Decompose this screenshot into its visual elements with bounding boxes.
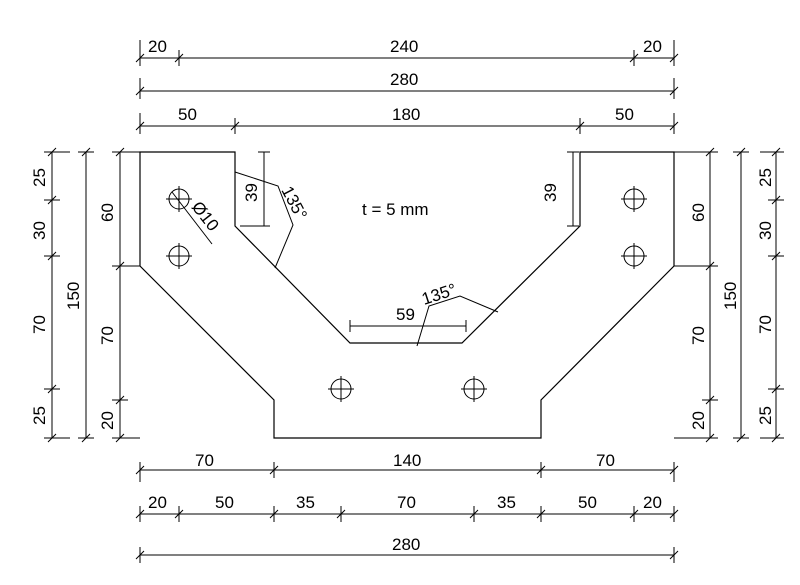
bottom-dim-row2-c: 35 xyxy=(296,493,315,512)
plate-outline xyxy=(139,151,675,439)
bottom-dim-row1-left: 70 xyxy=(195,451,214,470)
bottom-dim-row2-a: 20 xyxy=(148,493,167,512)
right-dim-outer-4: 25 xyxy=(756,406,775,425)
right-dim-total: 150 xyxy=(721,282,740,310)
hole xyxy=(621,186,647,212)
angle-label-right: 135° xyxy=(419,280,458,309)
top-dim-row1-middle: 240 xyxy=(390,37,418,56)
right-dim-inner-3: 20 xyxy=(689,411,708,430)
hole xyxy=(166,243,192,269)
bottom-dim-total: 280 xyxy=(392,535,420,554)
left-dim-outer-2: 30 xyxy=(30,221,49,240)
bottom-dim-row1-middle: 140 xyxy=(393,451,421,470)
top-dim-row3-left: 50 xyxy=(178,105,197,124)
top-dim-total: 280 xyxy=(390,70,418,89)
top-dim-row3-middle: 180 xyxy=(392,105,420,124)
left-dim-outer-1: 25 xyxy=(30,168,49,187)
right-dim-outer-3: 70 xyxy=(756,315,775,334)
bottom-dim-row2-e: 35 xyxy=(497,493,516,512)
slot-depth-right: 39 xyxy=(541,183,560,202)
right-dim-inner-1: 60 xyxy=(689,203,708,222)
bottom-dim-row2-g: 20 xyxy=(643,493,662,512)
thickness-note: t = 5 mm xyxy=(362,200,429,219)
top-dim-row1-right: 20 xyxy=(643,37,662,56)
slot-bottom-width: 59 xyxy=(396,305,415,324)
angle-label-left: 135° xyxy=(277,183,310,223)
hole xyxy=(166,186,192,212)
right-dim-inner-2: 70 xyxy=(689,326,708,345)
angle-arc-left xyxy=(234,171,294,269)
right-dim-outer-2: 30 xyxy=(756,221,775,240)
left-dim-inner-1: 60 xyxy=(98,203,117,222)
top-dim-row1-left: 20 xyxy=(148,37,167,56)
hole-leader xyxy=(171,191,213,245)
hole-diameter-label: Ø10 xyxy=(188,198,223,235)
bottom-dim-row2-d: 70 xyxy=(397,493,416,512)
hole xyxy=(621,243,647,269)
hole xyxy=(328,376,354,402)
left-dim-total: 150 xyxy=(64,282,83,310)
bottom-dim-row2-b: 50 xyxy=(215,493,234,512)
bottom-dim-row1-right: 70 xyxy=(596,451,615,470)
bottom-dim-row2-f: 50 xyxy=(578,493,597,512)
left-dim-inner-2: 70 xyxy=(98,326,117,345)
right-dim-outer-1: 25 xyxy=(756,168,775,187)
slot-depth-left: 39 xyxy=(242,183,261,202)
left-dim-outer-4: 25 xyxy=(30,406,49,425)
hole xyxy=(461,376,487,402)
top-dim-row3-right: 50 xyxy=(615,105,634,124)
left-dim-outer-3: 70 xyxy=(30,315,49,334)
left-dim-inner-3: 20 xyxy=(98,411,117,430)
